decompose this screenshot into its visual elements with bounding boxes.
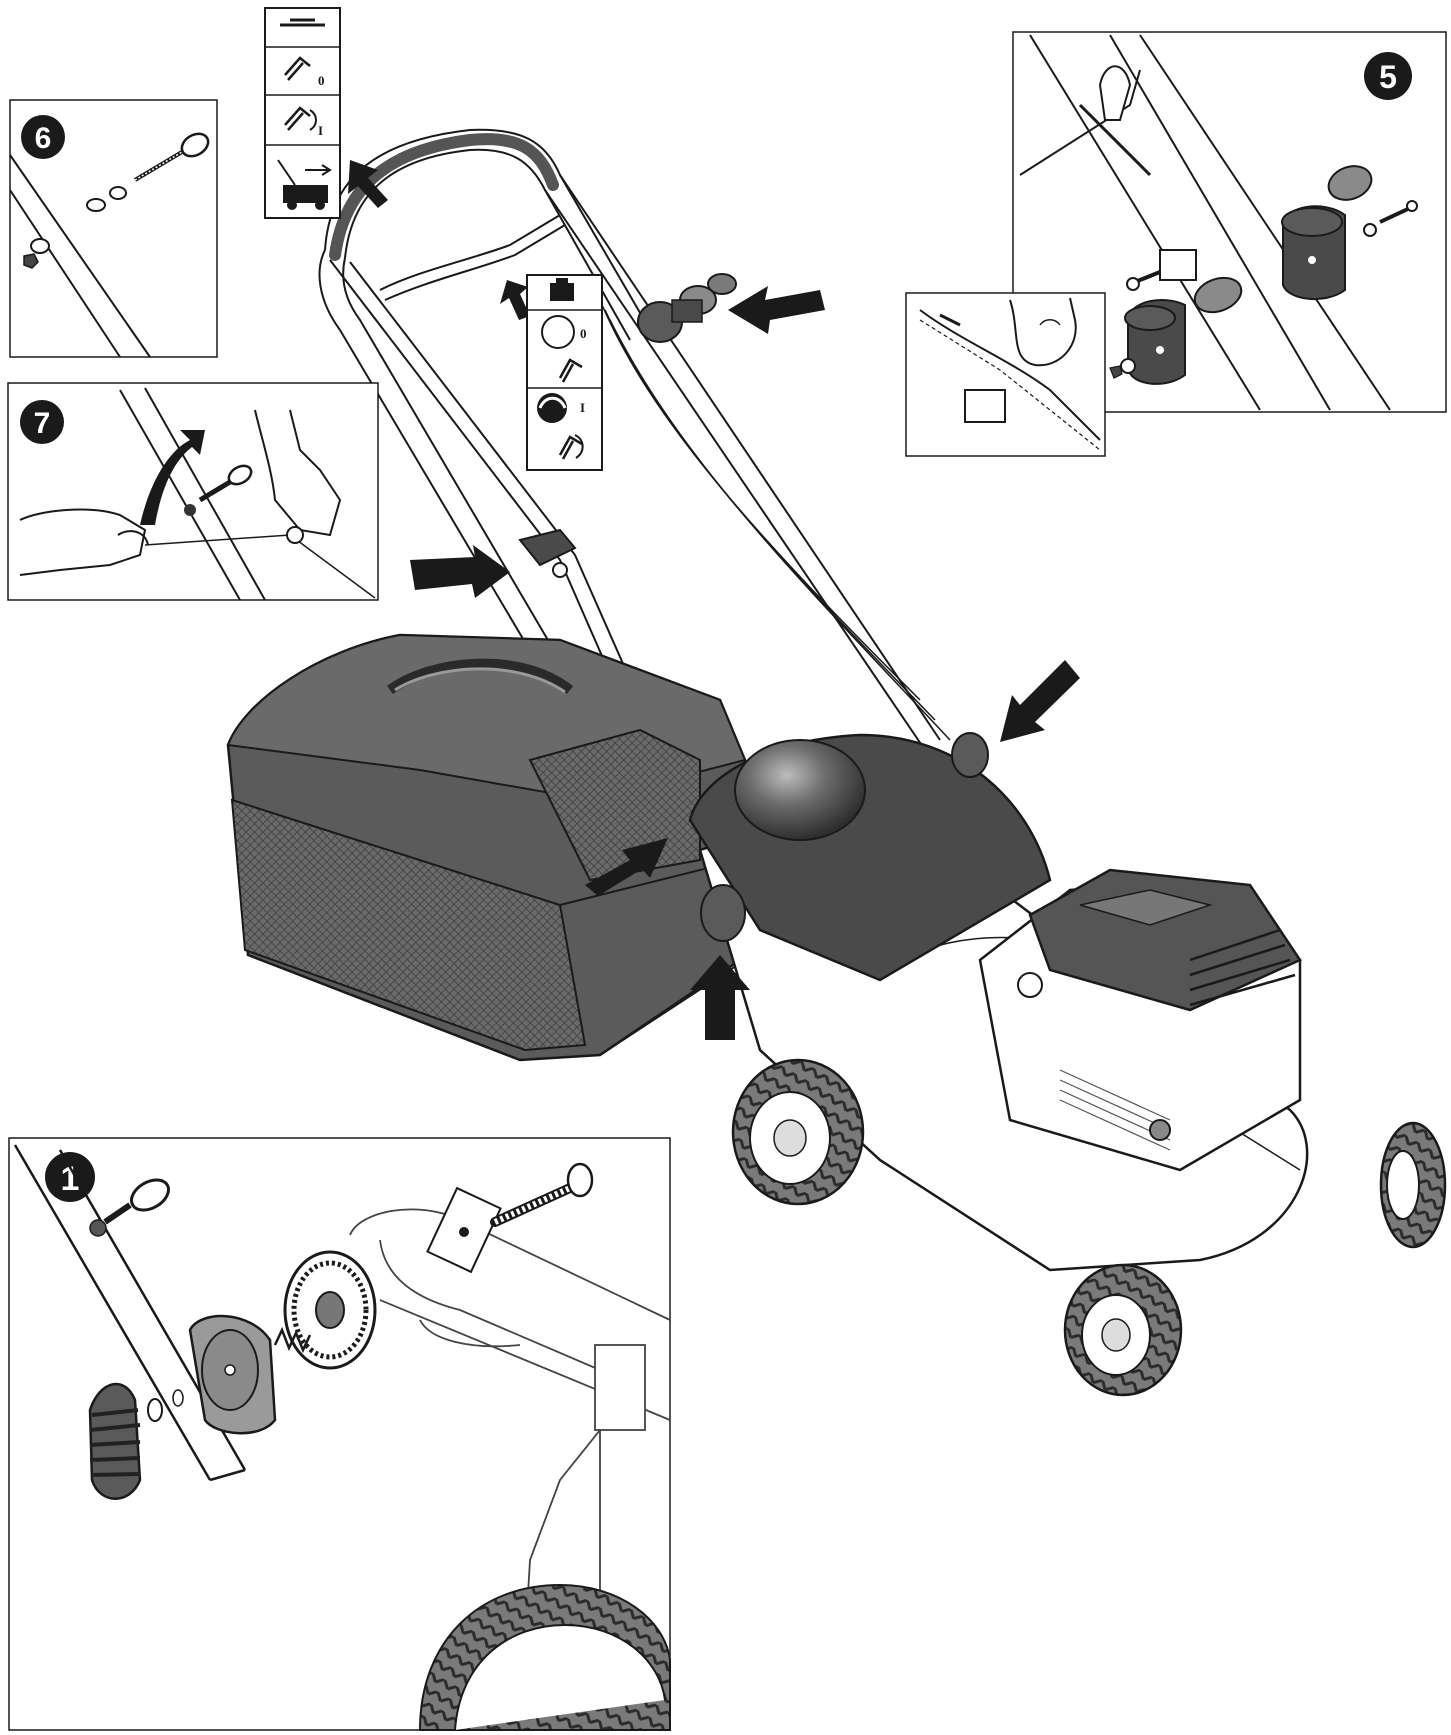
knob-icon [1281,165,1373,301]
engine-icon [550,278,574,301]
wheel-front-right [1063,1263,1183,1397]
svg-text:6: 6 [35,122,52,155]
wheel-front-left [731,1058,865,1206]
throttle-lever-icon [284,56,311,81]
adjuster-cap [188,1314,277,1435]
throttle-lever-icon [284,106,317,131]
eyebolt-part [133,132,210,182]
engine-icon [978,868,1302,1172]
hand-icon [254,409,342,544]
knob-icon [88,1382,142,1500]
wheel-detail [418,1583,671,1731]
panel-step-7: 7 [7,382,379,601]
wheel-rear-right [1379,1121,1447,1249]
choke-icon [537,393,567,423]
svg-text:7: 7 [34,407,51,440]
arrow-icon [140,430,205,525]
knob-icon [1124,276,1243,385]
control-symbols-strip-top: 0 I [264,7,341,219]
grass-catcher [226,633,747,1062]
hand-icon [1009,297,1077,367]
panel-step-1: 1 [8,1137,671,1731]
panel-step-6: 6 [9,99,218,358]
handle-assembly [318,128,951,881]
panel-step-5-inset [905,292,1106,457]
rear-cover [688,733,1052,982]
on-symbol: I [318,123,323,138]
lawn-mower-icon [277,159,332,210]
arrow-icon [348,160,1080,1040]
throttle-lever-icon [558,358,583,383]
eyebolt-part [89,1178,170,1237]
gear-icon [283,1250,377,1370]
step-6-badge: 6 [21,115,65,159]
step-5-badge: 5 [1364,52,1412,100]
screw-part [1363,200,1418,237]
eyebolt-part [184,464,253,516]
svg-text:5: 5 [1379,59,1397,95]
svg-text:1: 1 [61,1160,80,1198]
step-1-badge: 1 [45,1152,95,1202]
control-symbols-strip-center: 0 I [526,274,603,471]
throttle-lever-icon [637,273,737,343]
spring-part [273,1326,312,1354]
starter-handle [518,528,577,578]
off-symbol: 0 [318,73,325,88]
main-mower-illustration [226,128,1447,1397]
throttle-lever-icon [558,434,584,460]
cable-clip [1078,65,1152,177]
hand-icon [19,508,149,576]
knob-icon [700,732,989,942]
bolt-part [426,1162,594,1274]
choke-on-symbol: I [580,400,585,415]
choke-icon [541,315,575,349]
choke-off-symbol: 0 [580,326,587,341]
step-7-badge: 7 [20,400,64,444]
